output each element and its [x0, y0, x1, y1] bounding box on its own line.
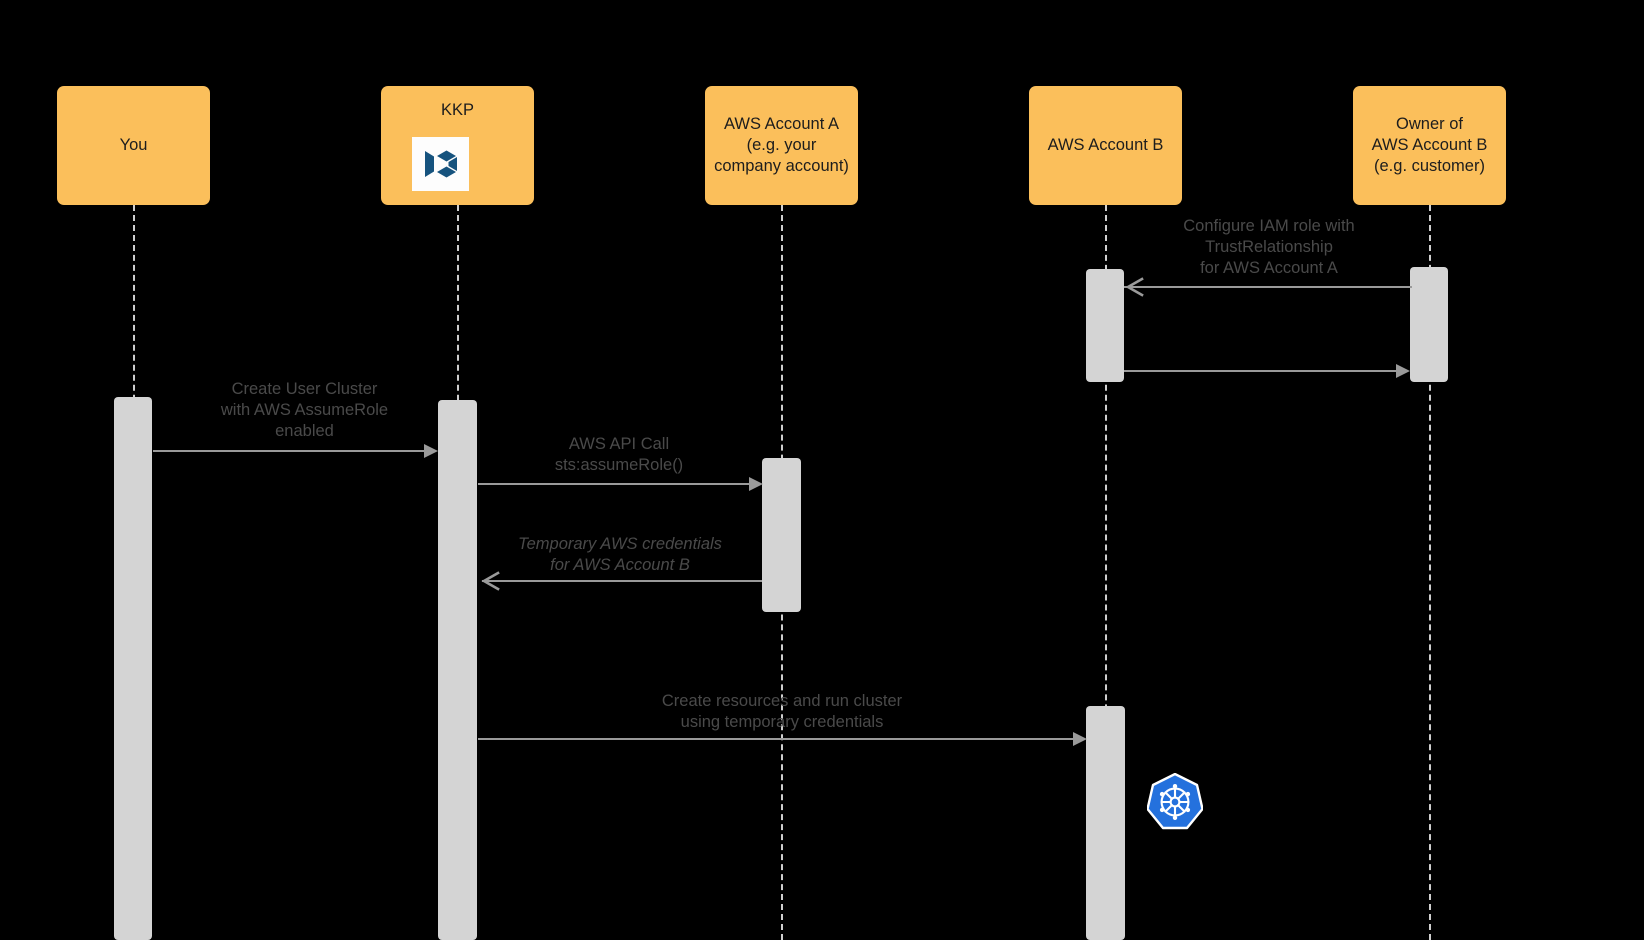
participant-account-b[interactable]: AWS Account B	[1029, 86, 1182, 205]
arrowhead-open-left	[1124, 277, 1144, 297]
message-label-temporary-credentials: Temporary AWS credentials for AWS Accoun…	[518, 535, 722, 574]
activation-account-b-top	[1086, 269, 1124, 382]
message-line-create-resources	[478, 738, 1074, 740]
participant-kkp[interactable]: KKP	[381, 86, 534, 205]
activation-account-b-bottom	[1086, 706, 1125, 940]
participant-you[interactable]: You	[57, 86, 210, 205]
arrowhead-solid-right	[1073, 732, 1087, 746]
kubermatic-logo-icon	[412, 137, 469, 191]
participant-label: AWS Account B	[1047, 136, 1164, 154]
participant-label: AWS Account A (e.g. your company account…	[714, 115, 849, 175]
participant-owner-b[interactable]: Owner of AWS Account B (e.g. customer)	[1353, 86, 1506, 205]
participant-account-a[interactable]: AWS Account A (e.g. your company account…	[705, 86, 858, 205]
arrowhead-open-left	[480, 571, 500, 591]
participant-label: You	[119, 136, 148, 154]
activation-account-a	[762, 458, 801, 612]
message-line-create-user-cluster	[153, 450, 425, 452]
arrowhead-solid-right	[1396, 364, 1410, 378]
message-line-temporary-credentials	[482, 580, 762, 582]
participant-label: Owner of AWS Account B (e.g. customer)	[1371, 115, 1488, 175]
kubernetes-logo-icon	[1146, 772, 1204, 831]
lifeline-owner-b	[1429, 205, 1431, 940]
message-label-create-resources: Create resources and run cluster using t…	[661, 692, 903, 731]
activation-you	[114, 397, 152, 940]
activation-owner-b	[1410, 267, 1448, 382]
activation-kkp	[438, 400, 477, 940]
arrowhead-solid-right	[424, 444, 438, 458]
message-line-configure-iam-role	[1124, 286, 1412, 288]
message-label-aws-api-call: AWS API Call sts:assumeRole()	[554, 435, 684, 474]
message-line-iam-role-ack	[1124, 370, 1396, 372]
message-label-create-user-cluster: Create User Cluster with AWS AssumeRole …	[220, 380, 389, 440]
message-line-aws-api-call	[478, 483, 750, 485]
participant-label: KKP	[440, 101, 475, 119]
message-label-configure-iam-role: Configure IAM role with TrustRelationshi…	[1183, 217, 1355, 277]
lifeline-account-b	[1105, 205, 1107, 940]
arrowhead-solid-right	[749, 477, 763, 491]
